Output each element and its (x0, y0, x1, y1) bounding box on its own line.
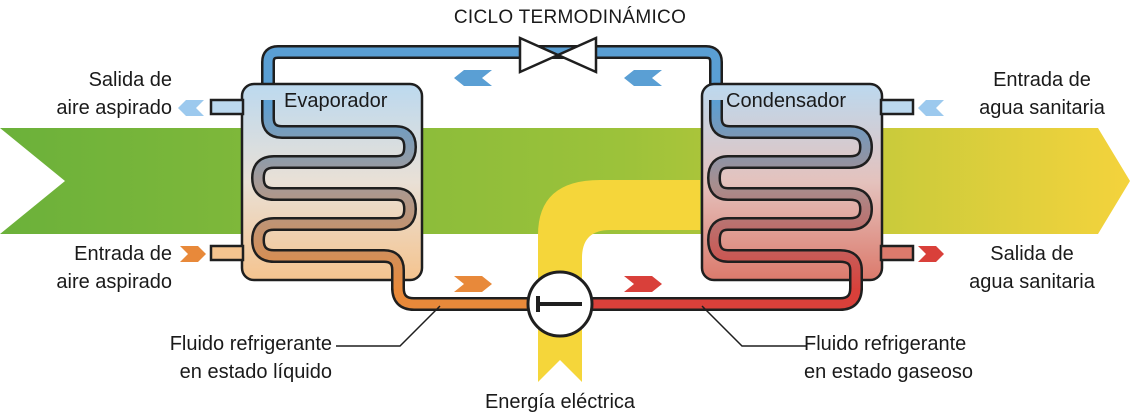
flow-chevron-top-right (624, 70, 662, 86)
water-out-label: Salida de agua sanitaria (969, 243, 1095, 293)
compressor-icon (526, 270, 594, 338)
air-in-chevron (180, 246, 206, 262)
air-out-chevron (178, 100, 204, 116)
flow-chevron-liquid (454, 276, 492, 292)
air-out-label: Salida de aire aspirado (56, 69, 172, 119)
evaporator-label: Evaporador (284, 90, 388, 112)
water-in-label: Entrada de agua sanitaria (979, 69, 1105, 119)
diagram-title: CICLO TERMODINÁMICO (453, 7, 687, 28)
flow-chevron-top-left (454, 70, 492, 86)
condenser-label: Condensador (726, 90, 847, 112)
water-in-chevron (918, 100, 944, 116)
liquid-fluid-label: Fluido refrigerante en estado líquido (169, 333, 332, 383)
leader-gas (701, 305, 806, 347)
air-in-label: Entrada de aire aspirado (56, 243, 172, 293)
expansion-valve-icon (518, 36, 598, 74)
water-out-chevron (918, 246, 944, 262)
leader-liquid (336, 305, 441, 347)
gas-fluid-label: Fluido refrigerante en estado gaseoso (804, 333, 974, 383)
flow-chevron-gas (624, 276, 662, 292)
energy-label: Energía eléctrica (484, 391, 636, 413)
